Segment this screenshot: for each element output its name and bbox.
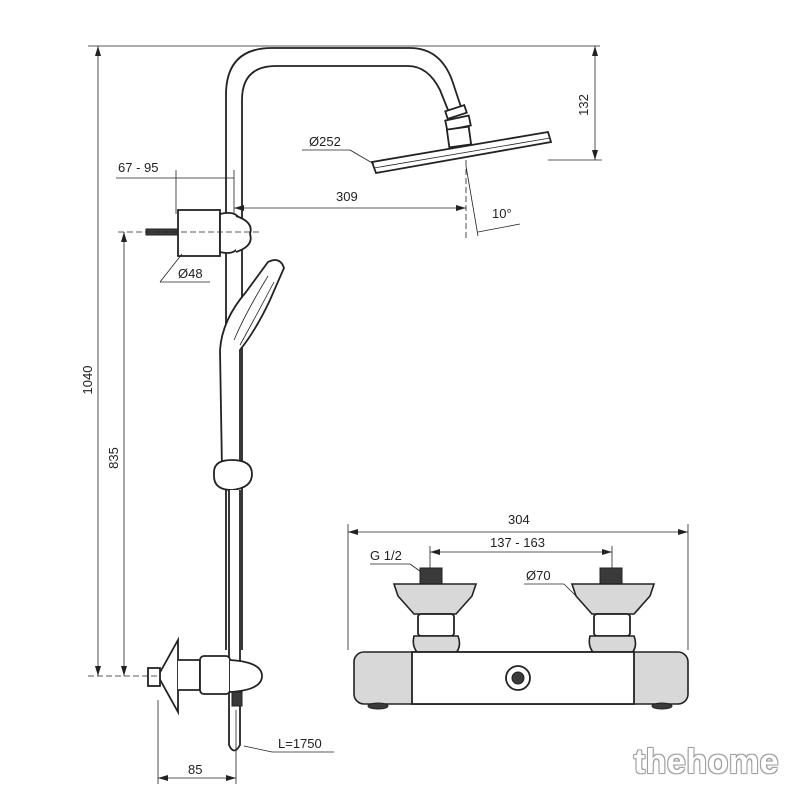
overhead-shower-head bbox=[370, 130, 553, 175]
dim-valve-offset: 85 bbox=[188, 762, 202, 777]
wall-bracket bbox=[145, 209, 252, 257]
dimension-lines bbox=[88, 45, 602, 784]
dim-flange-diameter: Ø70 bbox=[526, 568, 551, 583]
wall-valve bbox=[147, 636, 263, 716]
shower-hose bbox=[228, 490, 241, 752]
watermark-logo: thehome bbox=[633, 743, 779, 781]
dim-wall-offset: 67 - 95 bbox=[118, 160, 158, 175]
dim-thread: G 1/2 bbox=[370, 548, 402, 563]
dim-mixer-width: 304 bbox=[508, 512, 530, 527]
dim-inlet-spacing: 137 - 163 bbox=[490, 535, 545, 550]
dim-tilt-angle: 10° bbox=[492, 206, 512, 221]
dim-arm-reach: 309 bbox=[336, 189, 358, 204]
hand-shower bbox=[219, 259, 285, 471]
head-swivel-joint bbox=[444, 103, 473, 149]
dim-height-bracket: 835 bbox=[106, 447, 121, 469]
riser-pipe bbox=[225, 47, 463, 650]
dim-head-diameter: Ø252 bbox=[309, 134, 341, 149]
dim-bracket-diameter: Ø48 bbox=[178, 266, 203, 281]
slider-holder bbox=[213, 459, 253, 491]
dim-height-total: 1040 bbox=[80, 366, 95, 395]
dim-hose-length: L=1750 bbox=[278, 736, 322, 751]
thermostatic-mixer bbox=[347, 524, 689, 710]
dim-head-height: 132 bbox=[576, 94, 591, 116]
